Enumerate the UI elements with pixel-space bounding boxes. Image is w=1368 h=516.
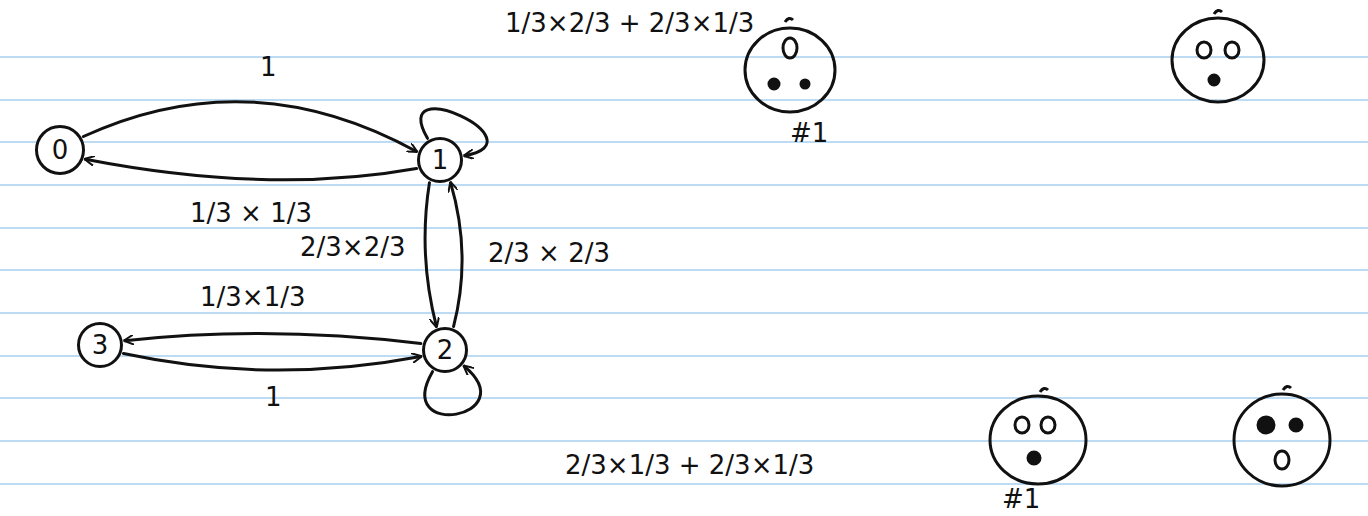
- transition-probability: 1: [265, 382, 282, 413]
- transition-arrow: [123, 354, 420, 370]
- state-circle: 1: [417, 137, 463, 183]
- transition-arrow: [425, 183, 436, 327]
- transition-probability: 1/3 × 1/3: [190, 198, 312, 229]
- state-circle: 0: [35, 125, 85, 175]
- transition-arrow: [451, 183, 463, 327]
- transition-arrow: [125, 333, 421, 343]
- state-number: 3: [92, 332, 109, 358]
- state-number: 1: [432, 147, 449, 173]
- transition-arrow: [425, 366, 481, 415]
- transition-probability: 2/3×2/3: [300, 232, 405, 263]
- urn-number: #1: [1002, 484, 1040, 515]
- transition-probability: 2/3×1/3 + 2/3×1/3: [565, 450, 814, 481]
- state-circle: 3: [77, 322, 123, 368]
- state-circle: 2: [422, 327, 468, 373]
- transition-probability: 1/3×1/3: [200, 282, 305, 313]
- transition-probability: 2/3 × 2/3: [488, 238, 610, 269]
- state-number: 2: [437, 337, 454, 363]
- state-number: 0: [52, 137, 69, 163]
- urn-number: #1: [790, 118, 828, 149]
- transition-probability: 1: [260, 52, 277, 83]
- transition-probability: 1/3×2/3 + 2/3×1/3: [505, 8, 754, 39]
- transition-arrow: [85, 159, 416, 180]
- transition-arrow: [83, 102, 416, 152]
